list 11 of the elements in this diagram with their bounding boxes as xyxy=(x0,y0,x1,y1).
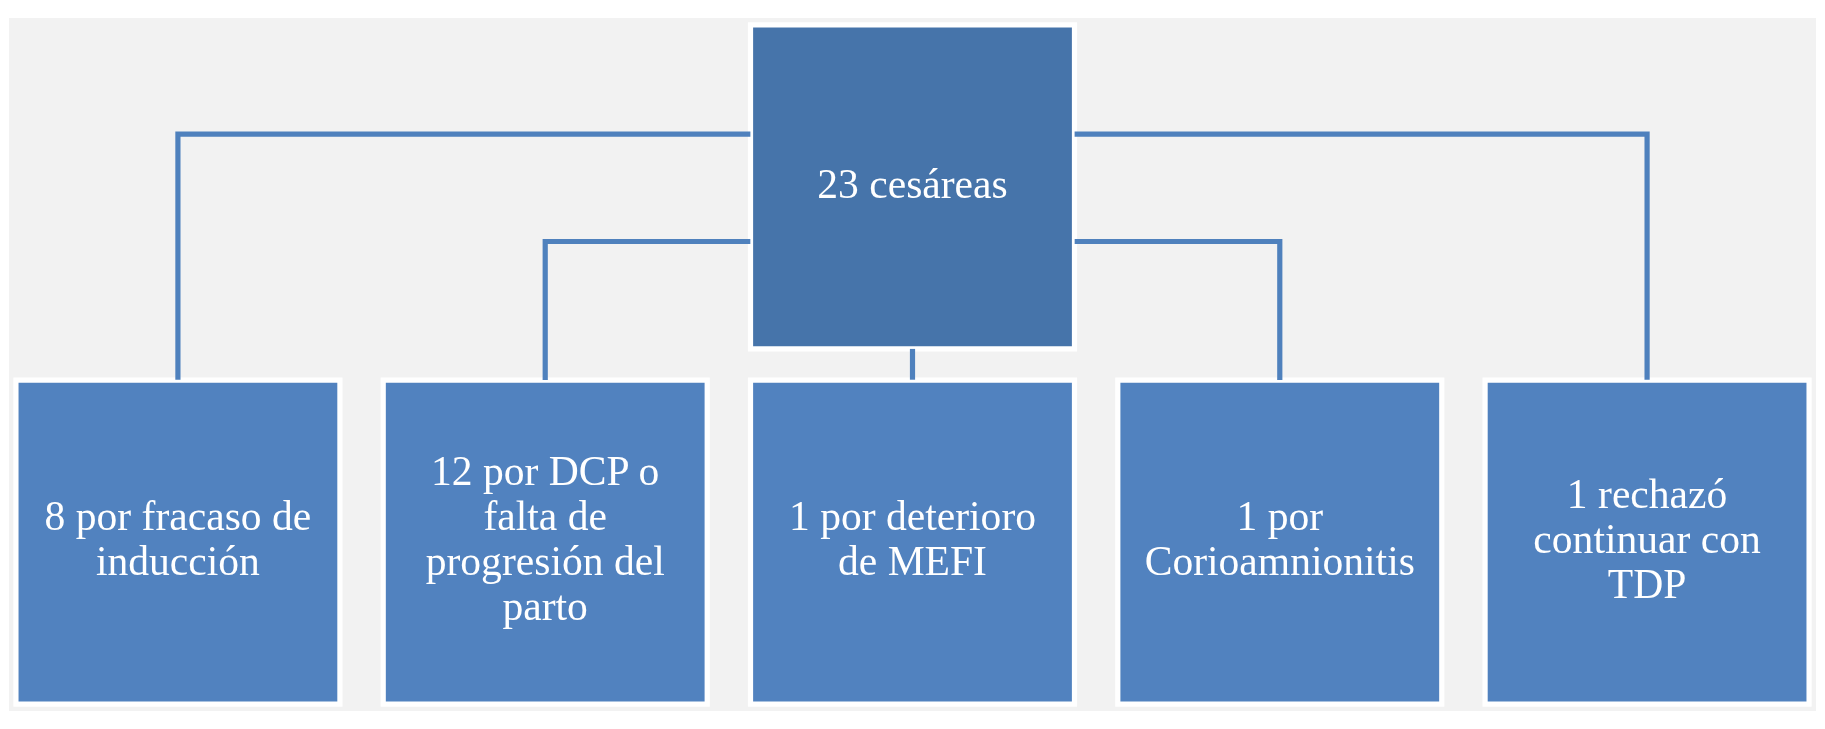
node-box: 8 por fracaso de inducción xyxy=(13,377,343,707)
connector xyxy=(909,348,916,380)
node-box: 1 por Corioamnionitis xyxy=(1115,377,1445,707)
connector xyxy=(1074,238,1283,380)
node-box: 1 por deterioro de MEFI xyxy=(747,377,1078,707)
connector xyxy=(175,131,751,380)
connector xyxy=(542,238,751,380)
node-box: 12 por DCP o falta de progresión del parto xyxy=(380,377,710,707)
connector xyxy=(1074,131,1650,380)
node-box: 23 cesáreas xyxy=(747,22,1078,352)
node-box: 1 rechazó continuar con TDP xyxy=(1482,377,1812,707)
